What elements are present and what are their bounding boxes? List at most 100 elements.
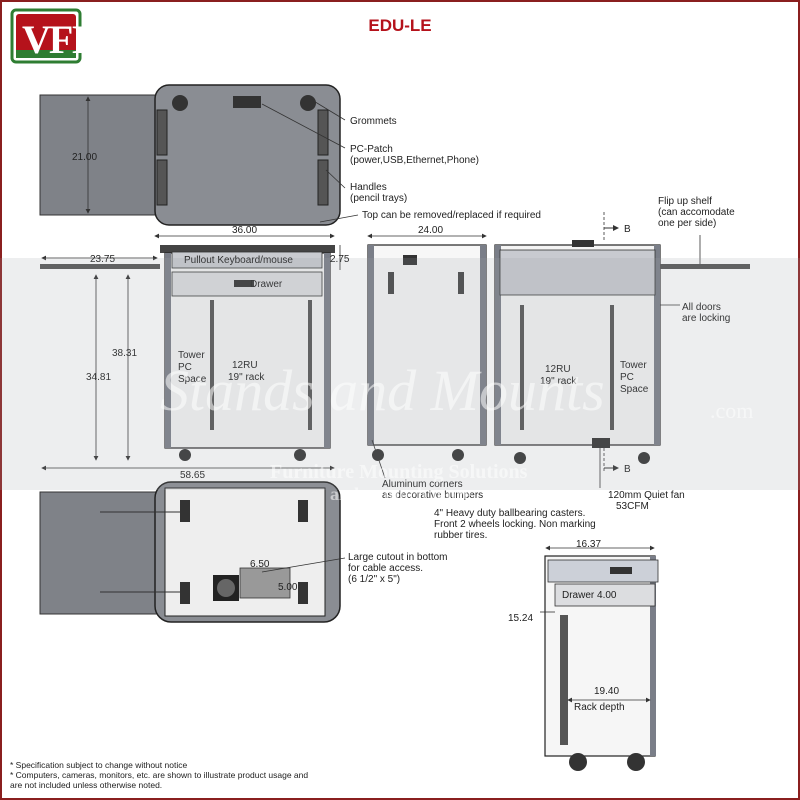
cart-top xyxy=(154,84,341,226)
label-rack-units: 12RU xyxy=(232,360,258,371)
dim-total-height: 34.81 xyxy=(86,372,111,383)
flip-shelf-top xyxy=(39,94,158,216)
label-rear-rack-size: 19" rack xyxy=(540,376,577,387)
keyboard-tray xyxy=(171,251,323,269)
label-rear-tower-space: Space xyxy=(620,384,649,395)
rear-corner-left xyxy=(495,245,501,445)
section-mark-top: B xyxy=(624,224,631,235)
label-rack-size: 19" rack xyxy=(228,372,265,383)
label-fan: 120mm Quiet fan xyxy=(608,490,685,501)
handle-left-1 xyxy=(156,109,168,156)
footnote-2: * Computers, cameras, monitors, etc. are… xyxy=(10,770,309,780)
section-keyboard xyxy=(547,559,659,583)
label-keyboard: Pullout Keyboard/mouse xyxy=(184,255,293,266)
footnotes: * Specification subject to change withou… xyxy=(10,760,308,790)
side-corner-left xyxy=(368,245,374,445)
rear-grommet xyxy=(572,240,594,247)
grommet-left xyxy=(172,95,188,111)
label-cutout-purpose: for cable access. xyxy=(348,563,423,574)
front-top xyxy=(160,245,335,253)
label-handles: Handles xyxy=(350,182,387,193)
label-doors: All doors xyxy=(682,302,721,313)
vfi-logo: VFI xyxy=(10,8,87,64)
section-view: 16.37 Drawer 4.00 19.40 Rack depth 15.24 xyxy=(508,539,659,771)
rack-rail-right xyxy=(308,300,312,430)
label-casters-tires: rubber tires. xyxy=(434,530,487,541)
caster-rear-right xyxy=(638,452,650,464)
label-handles-detail: (pencil trays) xyxy=(350,193,407,204)
dim-cutout-height: 5.00 xyxy=(278,582,298,593)
handle-right-1 xyxy=(317,109,329,156)
grommet-right xyxy=(300,95,316,111)
dim-section-width: 16.37 xyxy=(576,539,601,550)
flip-shelf-front xyxy=(40,264,160,269)
caster-section-right xyxy=(627,753,645,771)
dim-shelf-width: 23.75 xyxy=(90,254,115,265)
caster-section-left xyxy=(569,753,587,771)
pc-patch xyxy=(233,96,261,108)
drawer-handle xyxy=(234,280,254,287)
dim-rack-depth: 19.40 xyxy=(594,686,619,697)
caster-bottom-4 xyxy=(298,582,308,604)
watermark: Stands and Mounts .com Furniture Mountin… xyxy=(0,258,800,504)
dim-top-thickness: 2.75 xyxy=(330,254,350,265)
label-casters-locking: Front 2 wheels locking. Non marking xyxy=(434,519,596,530)
section-mark-bottom: B xyxy=(624,464,631,475)
section-rack-rail xyxy=(560,615,568,745)
handle-left-2 xyxy=(156,159,168,206)
model-title: EDU-LE xyxy=(368,16,432,35)
caster-bottom-3 xyxy=(180,582,190,604)
caster-bottom-2 xyxy=(298,500,308,522)
label-casters: 4" Heavy duty ballbearing casters. xyxy=(434,508,585,519)
footnote-3: are not included unless otherwise noted. xyxy=(10,780,163,790)
watermark-tagline-2: and so much more xyxy=(330,484,471,504)
label-top-removable: Top can be removed/replaced if required xyxy=(362,210,541,221)
label-tower: Tower xyxy=(178,350,205,361)
section-corner xyxy=(650,556,656,756)
flip-shelf-bottom xyxy=(39,491,158,615)
label-pc-patch-detail: (power,USB,Ethernet,Phone) xyxy=(350,155,479,166)
label-rack-depth: Rack depth xyxy=(574,702,625,713)
dim-top-depth: 21.00 xyxy=(72,152,97,163)
watermark-brand: Stands and Mounts xyxy=(160,358,605,423)
caster-front-left xyxy=(179,449,191,461)
label-pc-patch: PC-Patch xyxy=(350,144,393,155)
footnote-1: * Specification subject to change withou… xyxy=(10,760,188,770)
bottom-view: 6.50 5.00 xyxy=(39,481,346,623)
watermark-domain: .com xyxy=(710,398,753,423)
dim-front-width: 36.00 xyxy=(232,225,257,236)
dim-cutout-width: 6.50 xyxy=(250,559,270,570)
label-rear-rack-units: 12RU xyxy=(545,364,571,375)
caster-bottom-1 xyxy=(180,500,190,522)
label-doors-locking: are locking xyxy=(682,313,730,324)
section-drawer xyxy=(554,583,656,607)
caster-rear-left xyxy=(514,452,526,464)
label-cutout: Large cutout in bottom xyxy=(348,552,448,563)
section-keyboard-handle xyxy=(610,567,632,574)
dim-body-height: 38.31 xyxy=(112,348,137,359)
label-corners: Aluminum corners xyxy=(382,479,463,490)
side-handle-2 xyxy=(458,272,464,294)
caster-side-left xyxy=(372,449,384,461)
rear-rail-right xyxy=(610,305,614,430)
label-grommets: Grommets xyxy=(350,116,397,127)
rear-rail-left xyxy=(520,305,524,430)
watermark-tagline: Furniture Mounting Solutions xyxy=(270,461,528,483)
cable-cutout xyxy=(239,567,291,599)
dim-section-height: 15.24 xyxy=(508,613,533,624)
side-handle-1 xyxy=(388,272,394,294)
flip-shelf-rear xyxy=(660,264,750,269)
fan xyxy=(592,438,610,448)
rear-corner-right xyxy=(654,245,660,445)
label-flip-shelf-detail: (can accomodate xyxy=(658,207,735,218)
label-cutout-size: (6 1/2" x 5") xyxy=(348,574,400,585)
rack-rail-left xyxy=(210,300,214,430)
bottom-fan-blade xyxy=(217,579,235,597)
label-corners-detail: as decorative bumpers xyxy=(382,490,483,501)
label-drawer: Drawer xyxy=(250,279,283,290)
rear-view: 12RU 19" rack Tower PC Space B B xyxy=(494,212,750,488)
top-view: 21.00 xyxy=(39,84,359,226)
label-drawer-depth: Drawer 4.00 xyxy=(562,590,617,601)
label-fan-cfm: 53CFM xyxy=(616,501,649,512)
